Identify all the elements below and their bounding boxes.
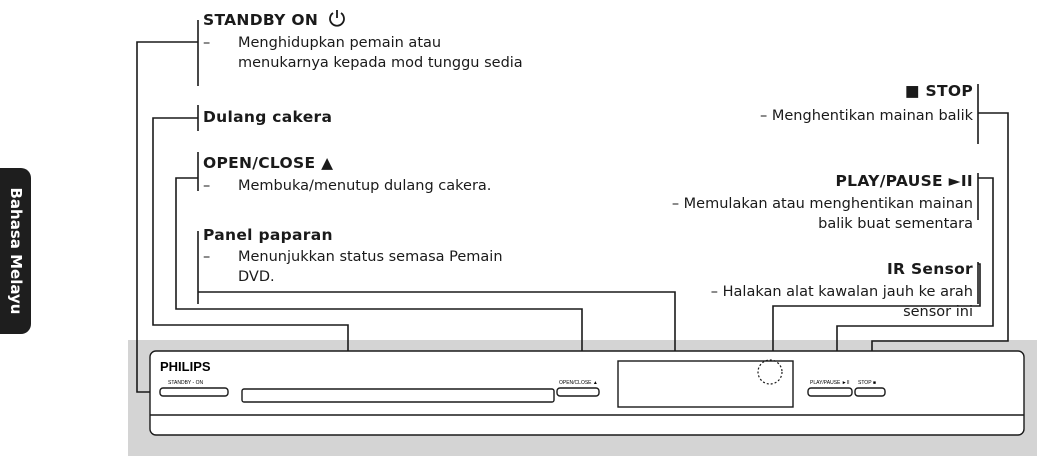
item-desc: – Halakan alat kawalan jauh ke arah	[710, 284, 973, 300]
device-open-close-label: OPEN/CLOSE ▲	[559, 380, 598, 386]
open-close-button	[556, 387, 600, 397]
item-desc: balik buat sementara	[818, 216, 973, 232]
play-pause-button	[807, 387, 853, 397]
item-title: Dulang cakera	[203, 108, 333, 126]
bullet-dash: –	[203, 249, 211, 265]
standby-button	[159, 387, 229, 397]
item-desc: DVD.	[238, 269, 275, 285]
item-title: IR Sensor	[886, 260, 973, 278]
callout-line-open-close	[175, 152, 583, 386]
item-title: Panel paparan	[203, 226, 333, 244]
callout-line-play-pause	[836, 173, 994, 388]
language-tab: Bahasa Melayu	[0, 168, 31, 334]
display-panel	[617, 360, 794, 408]
item-play-pause: PLAY/PAUSE ►II – Memulakan atau menghent…	[672, 172, 973, 234]
item-title: STANDBY ON	[203, 8, 523, 29]
item-display: Panel paparan – Menunjukkan status semas…	[203, 226, 503, 287]
item-ir-sensor: IR Sensor – Halakan alat kawalan jauh ke…	[711, 260, 973, 322]
power-icon	[328, 10, 345, 27]
disc-tray	[241, 388, 555, 403]
item-desc: menukarnya kepada mod tunggu sedia	[238, 55, 523, 71]
item-desc: – Memulakan atau menghentikan mainan	[671, 196, 973, 212]
bullet-dash: –	[203, 178, 211, 194]
item-open-close: OPEN/CLOSE ▲ – Membuka/menutup dulang ca…	[203, 154, 491, 196]
ir-sensor-window	[757, 359, 783, 385]
item-desc: Menghidupkan pemain atau	[238, 35, 442, 51]
item-title: OPEN/CLOSE ▲	[203, 154, 334, 172]
item-title: PLAY/PAUSE ►II	[835, 172, 973, 190]
device-standby-label: STANDBY - ON	[168, 380, 203, 386]
callout-line-stop	[871, 84, 1009, 388]
bullet-dash: –	[203, 35, 211, 51]
item-desc: sensor ini	[903, 304, 973, 320]
device-play-pause-label: PLAY/PAUSE ►II	[810, 380, 850, 386]
item-title: ■ STOP	[904, 82, 973, 100]
item-standby: STANDBY ON – Menghidupkan pemain atau me…	[203, 8, 523, 73]
item-desc: Menunjukkan status semasa Pemain	[238, 249, 503, 265]
item-tray: Dulang cakera	[203, 108, 332, 126]
callout-line-tray	[152, 105, 349, 390]
item-desc: Membuka/menutup dulang cakera.	[238, 178, 492, 194]
callout-line-standby	[136, 20, 199, 393]
item-stop: ■ STOP – Menghentikan mainan balik	[760, 82, 973, 126]
stop-button	[854, 387, 886, 397]
item-desc: – Menghentikan mainan balik	[760, 108, 973, 124]
device-stop-label: STOP ■	[858, 380, 876, 386]
device-brand-logo: PHILIPS	[160, 359, 211, 374]
callout-line-ir-sensor	[772, 262, 981, 358]
